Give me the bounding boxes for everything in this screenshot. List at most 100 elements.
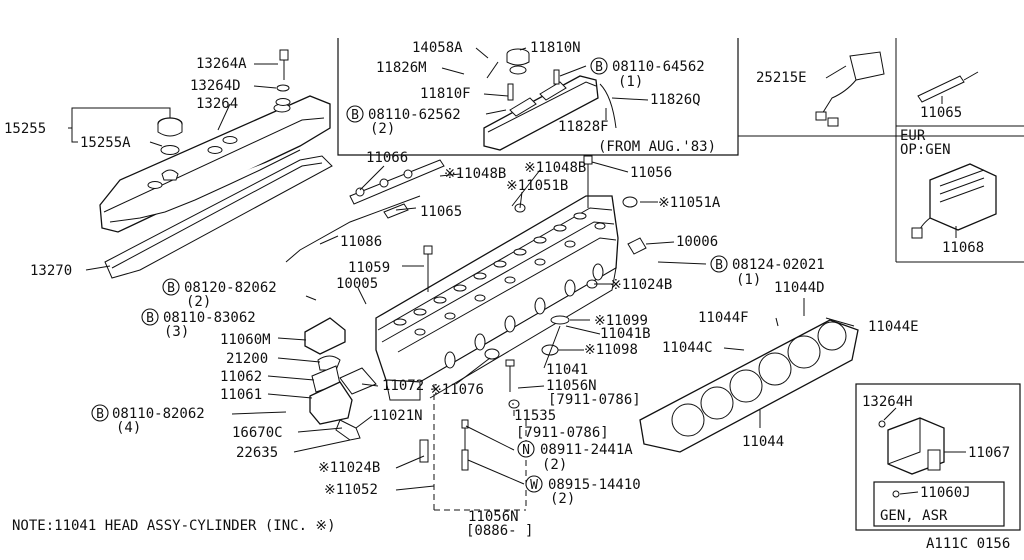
relay-11067	[878, 417, 945, 498]
label-11041B: 11041B	[600, 326, 651, 342]
label-08110-82062-qty: (4)	[116, 420, 141, 436]
label-11062: 11062	[220, 369, 262, 385]
label-11067: 11067	[968, 445, 1010, 461]
label-13264A: 13264A	[196, 56, 247, 72]
injector	[383, 203, 409, 219]
figure-code: A111C 0156	[926, 536, 1010, 552]
label-21200: 21200	[226, 351, 268, 367]
label-08911-qty: (2)	[542, 457, 567, 473]
label-08110-82062: 08110-82062	[112, 406, 205, 422]
label-08110-64562-qty: (1)	[618, 74, 643, 90]
svg-text:B: B	[715, 258, 723, 273]
mark-n-08911: N	[517, 440, 535, 458]
label-08110-62562: 08110-62562	[368, 107, 461, 123]
note-text: NOTE:11041 HEAD ASSY-CYLINDER (INC. ※)	[12, 518, 336, 534]
label-11048B-left: ※11048B	[444, 166, 506, 182]
mark-b-08110-82: B	[91, 404, 109, 422]
mark-b-08110-64: B	[590, 57, 608, 75]
mark-b-08110-62: B	[346, 105, 364, 123]
label-13270: 13270	[30, 263, 72, 279]
svg-text:W: W	[530, 478, 538, 493]
label-11059: 11059	[348, 260, 390, 276]
label-11024B-low: ※11024B	[318, 460, 380, 476]
label-25215E: 25215E	[756, 70, 807, 86]
label-13264H: 13264H	[862, 394, 913, 410]
mark-b-08124: B	[710, 255, 728, 273]
thermostat-housing	[304, 317, 353, 425]
head-gasket	[639, 319, 859, 453]
label-11051A: ※11051A	[658, 195, 721, 211]
gasket-11072	[339, 367, 377, 395]
part-labels: 13264A 13264D 13264 15255 15255A 13270 1…	[4, 40, 1010, 552]
label-08915-qty: (2)	[550, 491, 575, 507]
svg-text:B: B	[351, 108, 359, 123]
label-11068: 11068	[942, 240, 984, 256]
harness-25215E	[815, 51, 885, 127]
label-15255: 15255	[4, 121, 46, 137]
cover-gasket	[104, 155, 333, 279]
label-eur: EUR	[900, 128, 926, 144]
label-11041: 11041	[546, 362, 588, 378]
label-08120-82062: 08120-82062	[184, 280, 277, 296]
label-11061: 11061	[220, 387, 262, 403]
label-08110-62562-qty: (2)	[370, 121, 395, 137]
label-op-gen: OP:GEN	[900, 142, 951, 158]
label-14058A: 14058A	[412, 40, 463, 56]
cover-bolt	[275, 49, 291, 106]
label-11060J: 11060J	[920, 485, 971, 501]
sensor	[335, 419, 361, 441]
label-11044C: 11044C	[662, 340, 713, 356]
label-11535-date: [7911-0786]	[516, 425, 609, 441]
label-11056N-a-date: [7911-0786]	[548, 392, 641, 408]
label-gen-asr: GEN, ASR	[880, 508, 948, 524]
label-11056N-b-date: [0886- ]	[466, 523, 533, 539]
label-11810F: 11810F	[420, 86, 471, 102]
label-08124-qty: (1)	[736, 272, 761, 288]
label-13264: 13264	[196, 96, 238, 112]
label-11044D: 11044D	[774, 280, 825, 296]
label-13264D: 13264D	[190, 78, 241, 94]
label-11060M: 11060M	[220, 332, 271, 348]
mark-w-08915: W	[525, 475, 543, 493]
mark-b-08120: B	[162, 278, 180, 296]
label-08110-83062: 08110-83062	[163, 310, 256, 326]
plugs	[484, 196, 647, 409]
label-11810N: 11810N	[530, 40, 581, 56]
label-11044F: 11044F	[698, 310, 749, 326]
label-11099: ※11099	[594, 313, 648, 329]
glow-plug-11065	[917, 71, 979, 103]
label-11065-main: 11065	[420, 204, 462, 220]
svg-text:N: N	[522, 443, 530, 458]
dashed-leaders	[433, 384, 527, 511]
label-11826M: 11826M	[376, 60, 427, 76]
label-11066: 11066	[366, 150, 408, 166]
label-11076: ※11076	[430, 382, 484, 398]
label-11072: 11072	[382, 378, 424, 394]
svg-text:B: B	[595, 60, 603, 75]
label-11826Q: 11826Q	[650, 92, 701, 108]
rocker-cover	[99, 95, 331, 233]
label-11056N-a: 11056N	[546, 378, 597, 394]
label-from-aug-83: (FROM AUG.'83)	[598, 139, 716, 155]
label-08915-14410: 08915-14410	[548, 477, 641, 493]
label-11051B: ※11051B	[506, 178, 568, 194]
label-11056: 11056	[630, 165, 672, 181]
label-11024B-mid: ※11024B	[610, 277, 672, 293]
inset-rocker-cover	[483, 48, 617, 151]
oil-cap	[157, 117, 183, 181]
studs	[419, 419, 469, 471]
svg-text:B: B	[96, 407, 104, 422]
label-11065-inset: 11065	[920, 105, 962, 121]
label-11828F: 11828F	[558, 119, 609, 135]
label-08124-02021: 08124-02021	[732, 257, 825, 273]
svg-text:B: B	[146, 311, 154, 326]
label-10005: 10005	[336, 276, 378, 292]
label-11021N: 11021N	[372, 408, 423, 424]
label-15255A: 15255A	[80, 135, 131, 151]
cylinder-head	[375, 195, 619, 401]
label-11056N-b: 11056N	[468, 509, 519, 525]
leader-lines	[68, 47, 966, 495]
label-11044: 11044	[742, 434, 784, 450]
head-bolts	[423, 155, 593, 392]
